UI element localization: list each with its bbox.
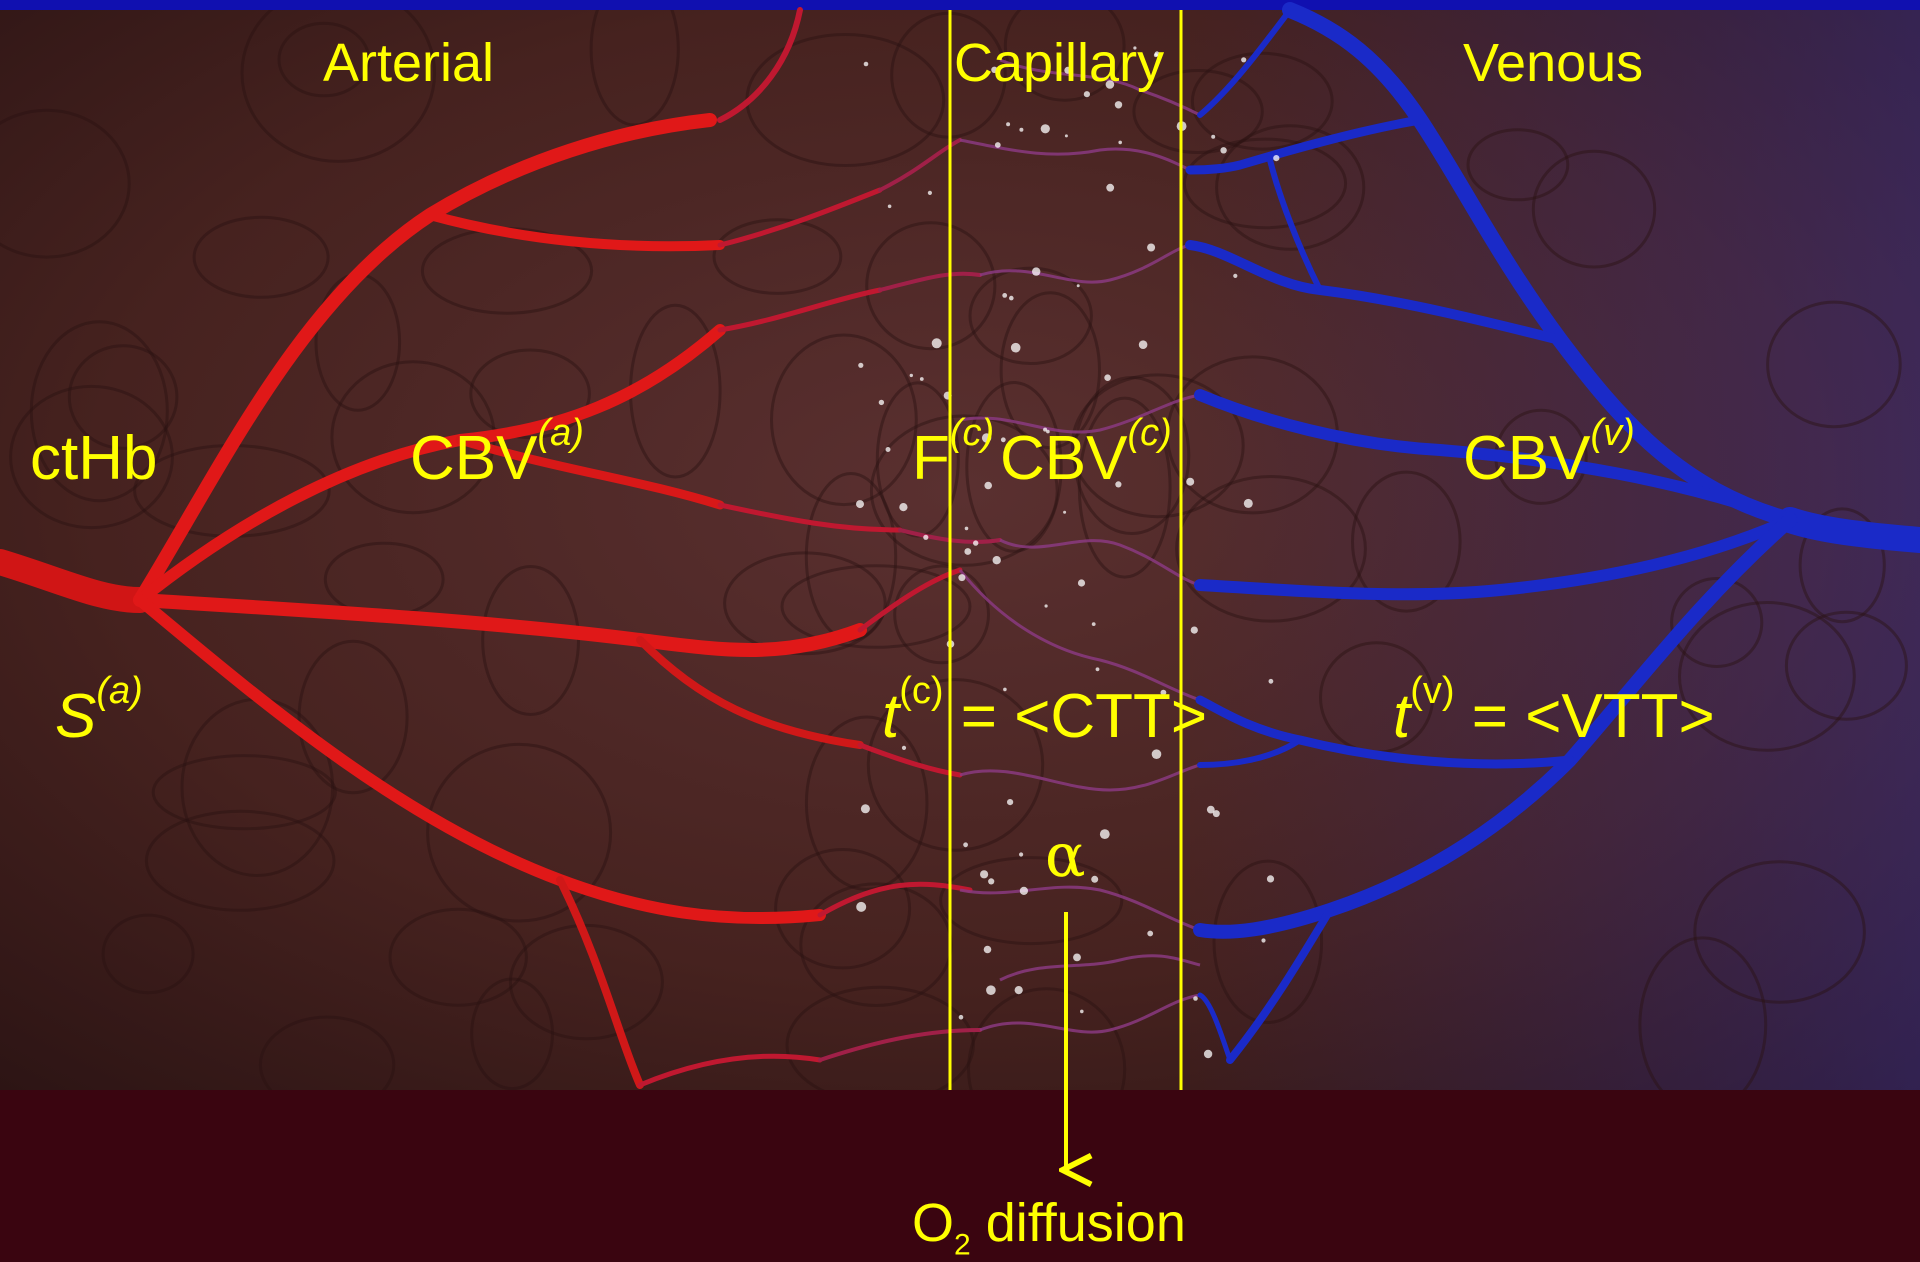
oxygen-particle — [995, 142, 1001, 148]
oxygen-particle — [1019, 852, 1023, 856]
oxygen-particle — [1118, 141, 1122, 145]
oxygen-particle — [879, 400, 884, 405]
label-arterial-saturation: S(a) — [55, 686, 143, 748]
oxygen-particle — [980, 870, 988, 878]
oxygen-particle — [1139, 340, 1148, 349]
label-capillary-transit-time: t(c) = <CTT> — [882, 686, 1207, 748]
oxygen-particle — [1006, 122, 1010, 126]
oxygen-particle — [986, 985, 996, 995]
oxygen-particle — [1078, 579, 1085, 586]
oxygen-particle — [1267, 875, 1274, 882]
top-bar — [0, 0, 1920, 10]
oxygen-particle — [1104, 374, 1111, 381]
oxygen-particle — [1073, 954, 1081, 962]
oxygen-particle — [923, 535, 928, 540]
oxygen-particle — [1002, 293, 1007, 298]
oxygen-particle — [964, 548, 971, 555]
oxygen-particle — [888, 205, 892, 209]
label-o2-diffusion: O2 diffusion — [912, 1196, 1186, 1250]
oxygen-particle — [1080, 1010, 1084, 1014]
oxygen-particle — [920, 377, 924, 381]
oxygen-particle — [899, 503, 907, 511]
oxygen-particle — [1193, 996, 1198, 1001]
oxygen-particle — [1096, 667, 1100, 671]
oxygen-particle — [1091, 876, 1098, 883]
oxygen-particle — [1007, 799, 1013, 805]
oxygen-particle — [1092, 622, 1096, 626]
region-label-venous: Venous — [1463, 36, 1643, 90]
oxygen-particle — [928, 191, 932, 195]
label-cbv-arterial: CBV(a) — [410, 428, 584, 490]
oxygen-particle — [1147, 931, 1153, 937]
oxygen-particle — [963, 842, 968, 847]
oxygen-particle — [1269, 679, 1274, 684]
oxygen-particle — [1045, 604, 1048, 607]
oxygen-particle — [864, 62, 869, 67]
oxygen-particle — [1020, 887, 1028, 895]
oxygen-particle — [993, 556, 1001, 564]
oxygen-particle — [1211, 135, 1215, 139]
oxygen-particle — [1032, 267, 1040, 275]
oxygen-particle — [1241, 57, 1246, 62]
oxygen-particle — [1261, 938, 1265, 942]
region-label-capillary: Capillary — [954, 36, 1164, 90]
oxygen-particle — [1009, 296, 1014, 301]
oxygen-particle — [1207, 806, 1215, 814]
oxygen-particle — [932, 338, 942, 348]
label-cthb: ctHb — [30, 428, 157, 490]
label-cbv-venous: CBV(v) — [1463, 428, 1635, 490]
oxygen-particle — [886, 447, 891, 452]
oxygen-particle — [856, 902, 866, 912]
oxygen-particle — [1191, 627, 1198, 634]
oxygen-particle — [861, 804, 870, 813]
oxygen-particle — [856, 500, 864, 508]
oxygen-particle — [1100, 829, 1110, 839]
oxygen-particle — [1233, 274, 1237, 278]
oxygen-particle — [965, 527, 969, 531]
oxygen-particle — [1077, 284, 1080, 287]
oxygen-particle — [1220, 147, 1226, 153]
label-alpha: α — [1045, 826, 1086, 886]
label-cbv-capillary: CBV(c) — [1000, 428, 1172, 490]
oxygen-particle — [958, 574, 965, 581]
oxygen-particle — [984, 946, 992, 954]
oxygen-particle — [1065, 134, 1068, 137]
oxygen-particle — [1273, 155, 1279, 161]
oxygen-particle — [988, 878, 994, 884]
oxygen-particle — [959, 1015, 964, 1020]
oxygen-particle — [1015, 986, 1023, 994]
oxygen-particle — [1244, 499, 1253, 508]
oxygen-particle — [1063, 511, 1066, 514]
oxygen-particle — [1041, 124, 1050, 133]
oxygen-particle — [1011, 343, 1021, 353]
oxygen-particle — [1106, 184, 1114, 192]
oxygen-particle — [1115, 101, 1122, 108]
label-venous-transit-time: t(v) = <VTT> — [1393, 686, 1715, 748]
oxygen-particle — [1019, 128, 1023, 132]
oxygen-particle — [1186, 478, 1194, 486]
label-capillary-flow: F(c) — [912, 428, 994, 490]
oxygen-particle — [858, 363, 863, 368]
oxygen-particle — [1147, 244, 1155, 252]
region-label-arterial: Arterial — [323, 36, 494, 90]
oxygen-particle — [1204, 1050, 1212, 1058]
oxygen-particle — [910, 374, 913, 377]
oxygen-particle — [973, 540, 978, 545]
